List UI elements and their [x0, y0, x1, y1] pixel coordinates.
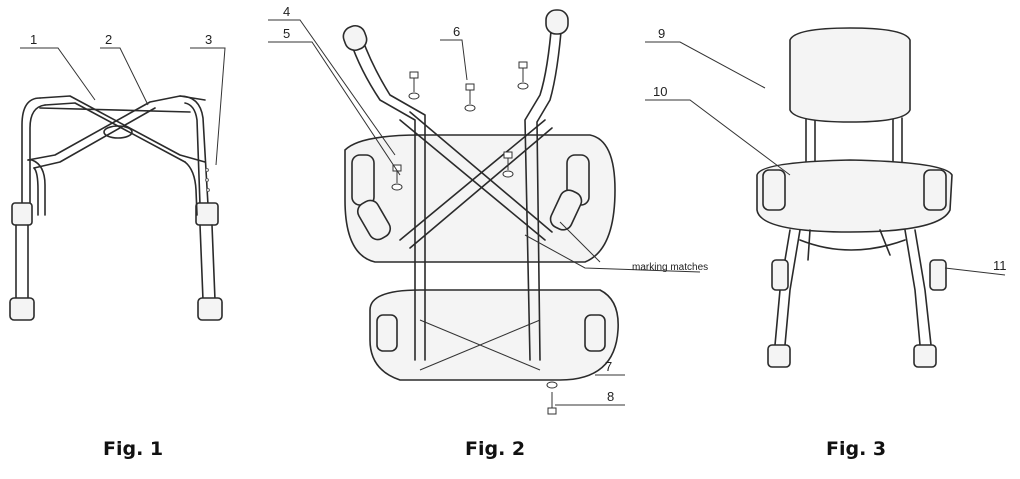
fig2-caption: Fig. 2	[465, 438, 525, 460]
fig2-callout-6: 6	[453, 24, 460, 39]
fig2-marking-note: marking matches	[632, 262, 708, 273]
fig3-callout-10: 10	[653, 84, 667, 99]
fig3-callout-11: 11	[993, 258, 1007, 273]
fig2-callout-4: 4	[283, 4, 290, 19]
fig3-chair-drawing	[756, 27, 953, 368]
fig3-caption: Fig. 3	[826, 438, 886, 460]
fig1-callout-2: 2	[105, 32, 112, 47]
fig1-callout-3: 3	[205, 32, 212, 47]
fig2-assembly-drawing	[342, 9, 619, 415]
fig1-caption: Fig. 1	[103, 438, 163, 460]
fig1-callout-1: 1	[30, 32, 37, 47]
fig2-callout-8: 8	[607, 389, 614, 404]
fig3-callout-9: 9	[658, 26, 665, 41]
fig2-callout-7: 7	[605, 359, 612, 374]
fig2-callout-5: 5	[283, 26, 290, 41]
fig1-frame-drawing	[9, 95, 223, 321]
